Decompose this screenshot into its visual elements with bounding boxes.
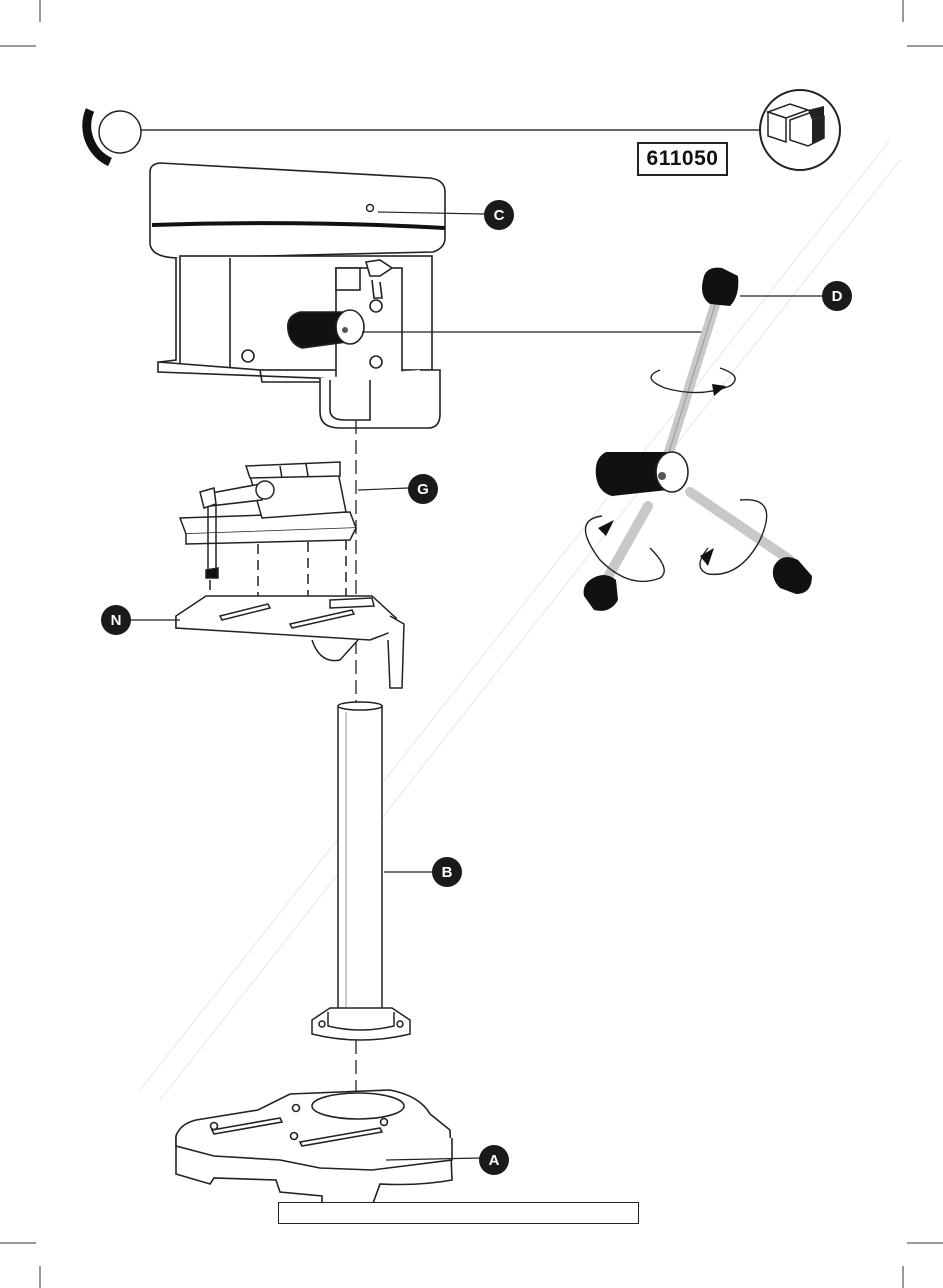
callout-d: D	[822, 281, 852, 311]
leader-line-g	[358, 488, 408, 490]
drill-vise	[180, 462, 356, 610]
drill-head	[150, 163, 445, 428]
assembly-box-icon	[760, 90, 840, 170]
model-code-label: 611050	[637, 142, 728, 176]
callout-g: G	[408, 474, 438, 504]
column	[312, 702, 410, 1040]
work-table	[176, 596, 404, 688]
base	[176, 1090, 452, 1206]
callout-n: N	[101, 605, 131, 635]
callout-c: C	[484, 200, 514, 230]
callout-b: B	[432, 857, 462, 887]
callout-a: A	[479, 1145, 509, 1175]
bottom-blank-bar	[278, 1202, 639, 1224]
